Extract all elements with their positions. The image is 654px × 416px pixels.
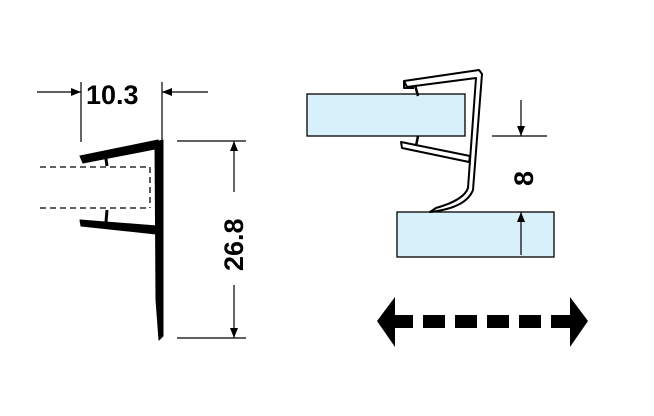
width-dimension-label: 10.3 [86,80,139,110]
double-headed-dashed-arrow-icon [377,297,588,347]
gap-dimension-label: 8 [509,171,539,186]
left-profile-view: 10.3 26.8 [37,80,249,341]
gap-dimension [492,100,547,255]
upper-glass-pane [306,93,466,137]
seal-profile-shape [79,139,164,341]
installed-seal-shape [400,69,483,213]
width-dimension [37,82,208,142]
height-dimension [177,140,246,339]
glass-outline-dashed [40,166,151,209]
right-installed-view: 8 [306,69,588,347]
height-dimension-label: 26.8 [219,218,249,271]
lower-glass-pane [396,211,555,258]
